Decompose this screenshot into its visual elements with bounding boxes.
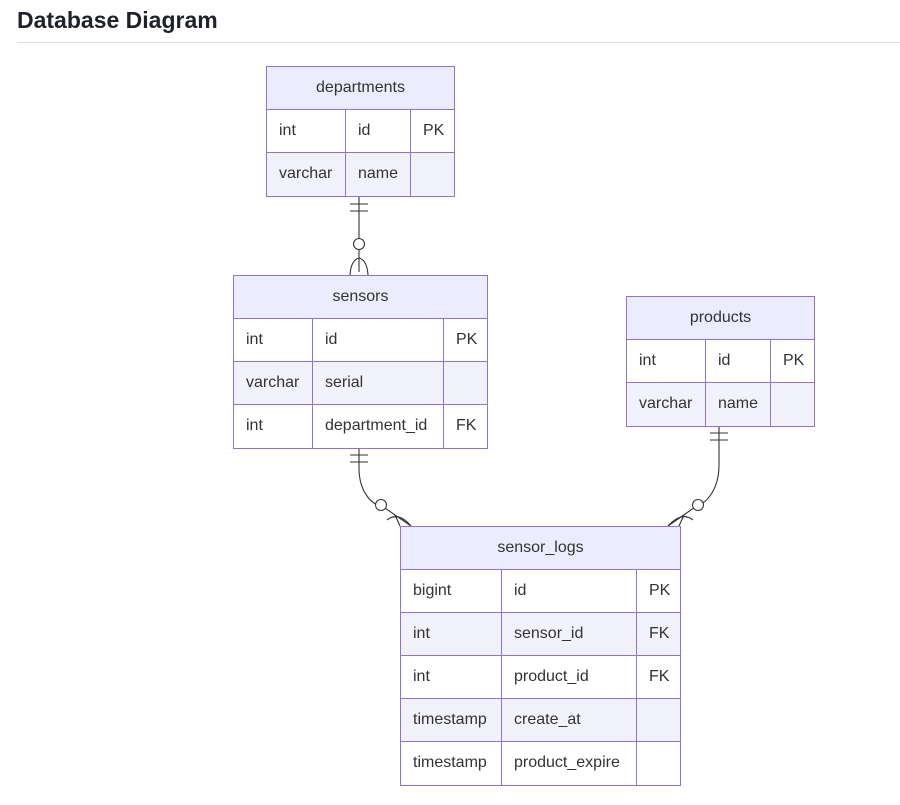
exactly-one-marker: [350, 454, 368, 463]
attribute-key: FK: [456, 417, 477, 434]
attribute-type: int: [234, 319, 313, 361]
attribute-type: timestamp: [401, 742, 502, 785]
attribute-key: [637, 699, 680, 741]
attribute-field: product_id: [502, 656, 637, 698]
entity-header: products: [627, 297, 814, 340]
exactly-one-marker: [350, 203, 368, 212]
attribute-type: int: [267, 110, 346, 152]
attribute-type: int: [401, 613, 502, 655]
attribute-key: PK: [649, 582, 671, 599]
entity-header: sensors: [234, 276, 487, 319]
attribute-key: [444, 362, 487, 404]
attribute-key: PK: [423, 122, 445, 139]
attribute-key: FK: [649, 668, 670, 685]
attribute-type: varchar: [234, 362, 313, 404]
attribute-field: serial: [313, 362, 444, 404]
title-divider: [17, 42, 900, 43]
attribute-field: id: [346, 110, 411, 152]
attribute-key: PK: [456, 331, 478, 348]
attribute-type: bigint: [401, 570, 502, 612]
attribute-key: PK: [783, 352, 805, 369]
attribute-key: [771, 383, 814, 426]
attribute-key: FK: [649, 625, 670, 642]
attribute-type: int: [401, 656, 502, 698]
entity-header: departments: [267, 67, 454, 110]
zero-marker: [374, 498, 388, 512]
attribute-field: id: [313, 319, 444, 361]
attribute-field: product_expire: [502, 742, 637, 785]
many-marker: [386, 514, 412, 527]
attribute-field: department_id: [313, 405, 444, 448]
many-marker: [667, 514, 694, 527]
attribute-type: int: [234, 405, 313, 448]
attribute-key: [411, 153, 454, 196]
page-title: Database Diagram: [17, 7, 218, 33]
zero-marker: [691, 498, 705, 512]
attribute-field: create_at: [502, 699, 637, 741]
attribute-field: name: [346, 153, 411, 196]
attribute-type: varchar: [627, 383, 706, 426]
entity-header: sensor_logs: [401, 527, 680, 570]
attribute-type: int: [627, 340, 706, 382]
attribute-type: timestamp: [401, 699, 502, 741]
exactly-one-marker: [710, 432, 728, 441]
relationship-line-sensors-sensor-logs: [358, 446, 412, 527]
attribute-field: id: [706, 340, 771, 382]
zero-marker: [352, 237, 366, 251]
attribute-field: id: [502, 570, 637, 612]
attribute-field: sensor_id: [502, 613, 637, 655]
many-marker: [349, 257, 369, 276]
attribute-type: varchar: [267, 153, 346, 196]
attribute-key: [637, 742, 680, 785]
attribute-field: name: [706, 383, 771, 426]
